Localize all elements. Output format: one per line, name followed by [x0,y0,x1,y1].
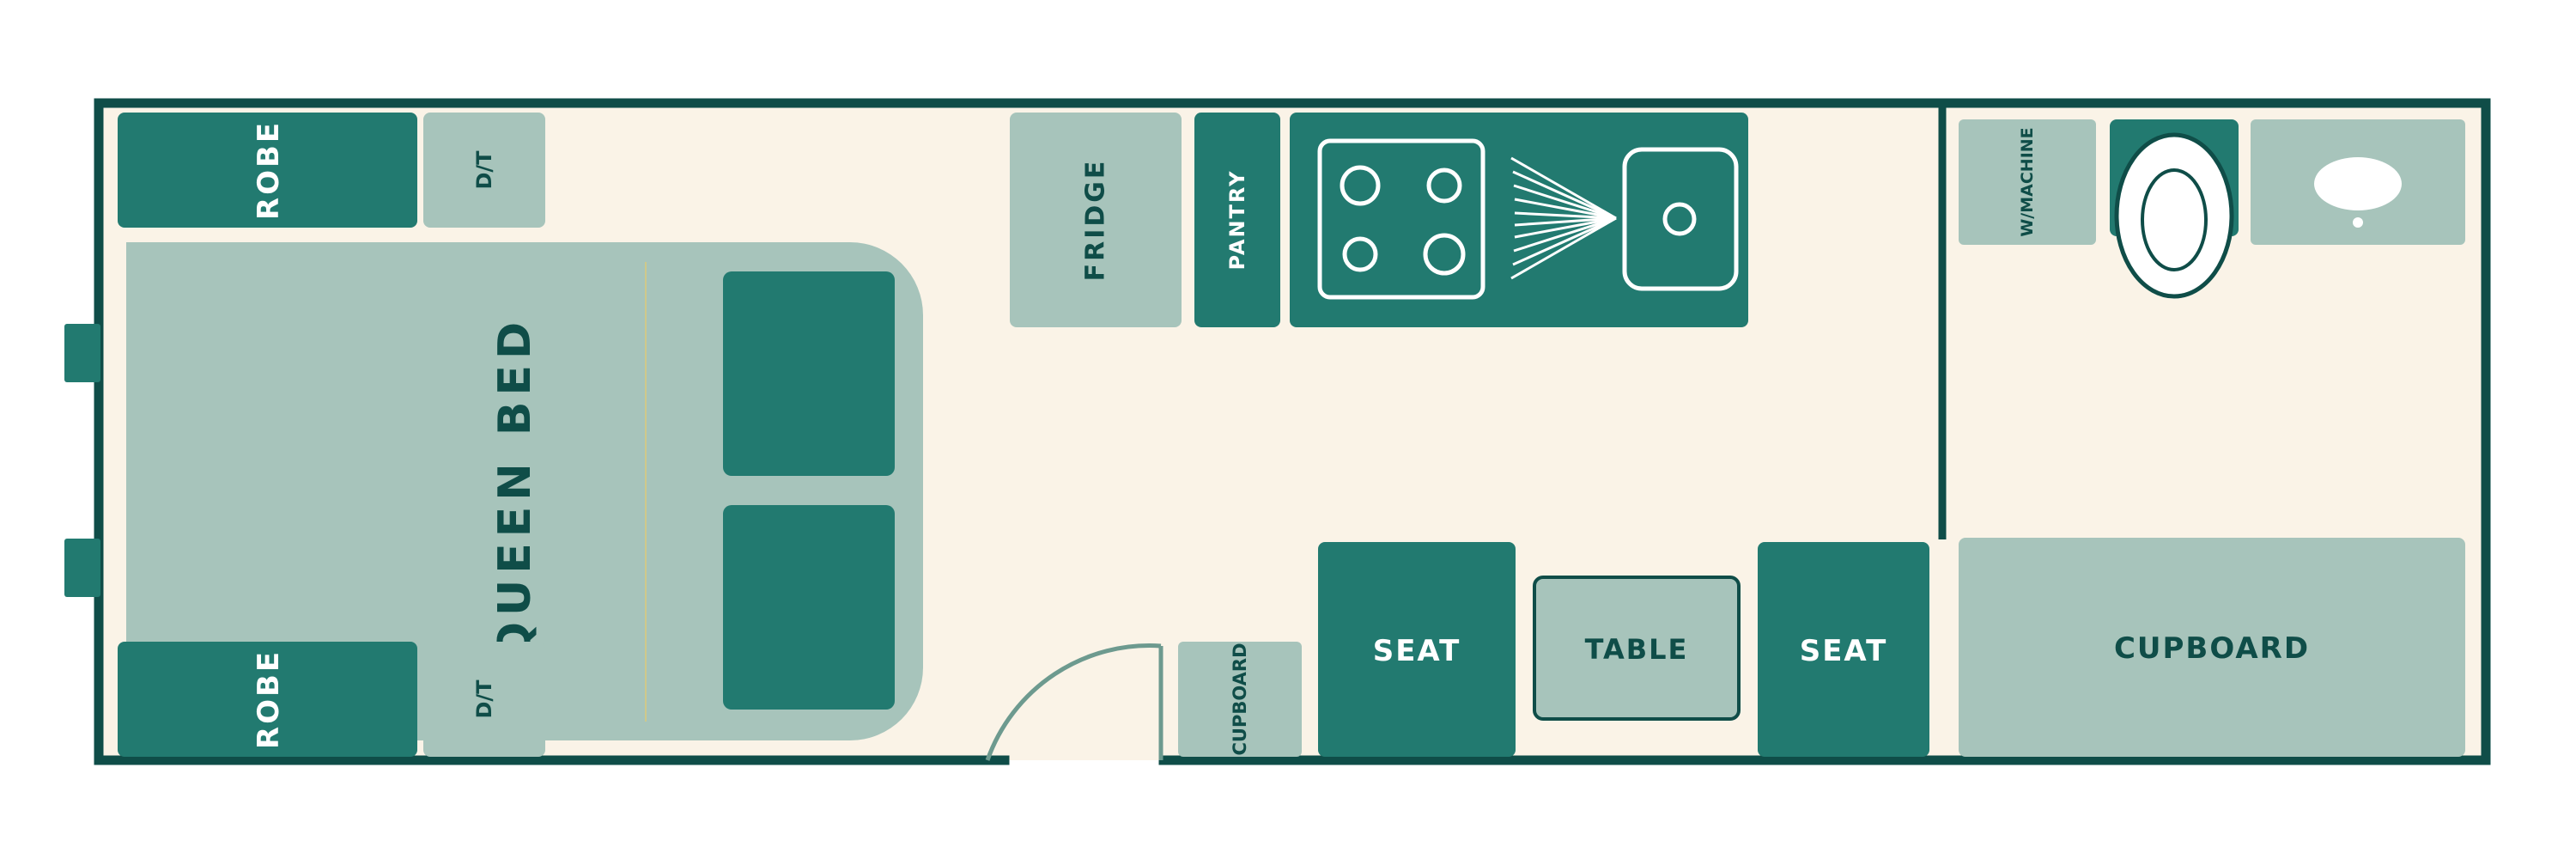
fridge-label: FRIDGE [1081,159,1111,282]
toilet-icon [2114,132,2234,299]
drainer-lines [1510,156,1617,280]
dt-bottom-label: D/T [472,679,496,719]
table [1533,576,1741,721]
robe-top [118,113,417,228]
pantry-label: PANTRY [1225,170,1249,271]
dt-top [423,113,545,228]
seat-left-label: SEAT [1373,634,1461,668]
sink-icon [1622,147,1739,291]
fridge [1010,113,1182,327]
robe-bottom [118,642,417,757]
kitchen-bench [1290,113,1748,327]
dt-top-label: D/T [472,150,496,190]
pillow-top [723,271,895,476]
window-icon [64,539,100,597]
robe-top-label: ROBE [252,120,286,220]
cupboard-large-label: CUPBOARD [2114,631,2310,666]
pillow-bottom [723,505,895,710]
cupboard-small-label: CUPBOARD [1230,643,1250,755]
cupboard-large [1959,538,2465,757]
table-label: TABLE [1585,633,1689,666]
washing-machine [1959,119,2096,245]
cooktop-icon [1317,138,1485,300]
cupboard-small [1178,642,1302,757]
pantry [1194,113,1280,327]
wmachine-label: W/MACHINE [2018,127,2037,236]
seat-left [1318,542,1516,757]
dt-bottom [423,642,545,757]
door-swing-icon [985,643,1163,761]
seat-right [1758,542,1929,757]
robe-bottom-label: ROBE [252,649,286,749]
window-icon [64,324,100,382]
queen-bed-label: QUEEN BED [489,316,541,660]
outer-walls [94,98,2491,765]
basin-icon [2314,157,2402,228]
seat-right-label: SEAT [1800,634,1888,668]
